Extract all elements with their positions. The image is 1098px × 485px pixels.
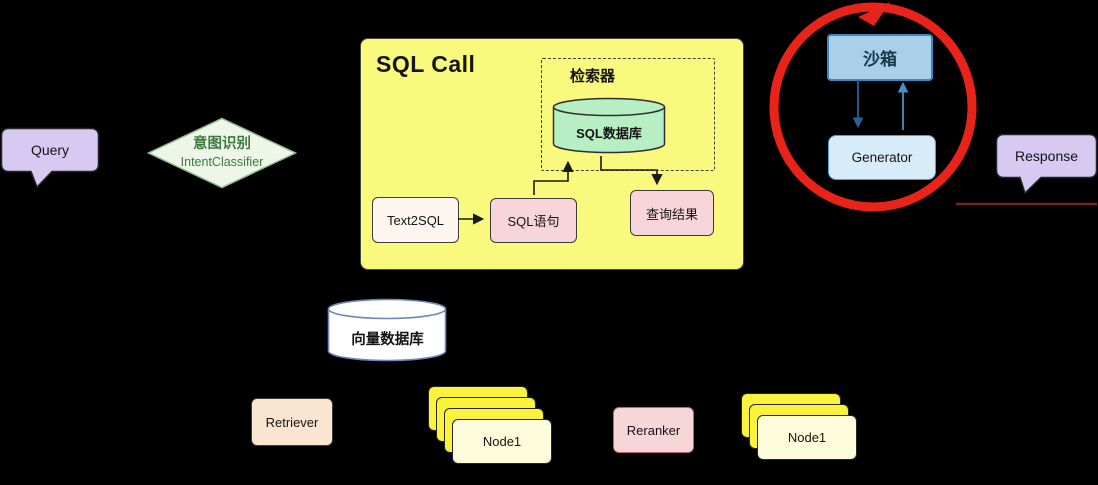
generator-node: Generator <box>828 135 936 180</box>
node-card-label: Node1 <box>482 434 522 449</box>
sql-database-node: SQL数据库 <box>552 97 666 155</box>
query-node: Query <box>0 127 100 189</box>
retriever-node: Retriever <box>251 398 333 446</box>
query-bubble-shape <box>0 127 100 189</box>
reranker-label: Reranker <box>626 422 681 438</box>
intent-classifier-node: 意图识别 IntentClassifier <box>146 117 298 189</box>
vector-database-node: 向量数据库 <box>327 298 448 363</box>
vector-database-label: 向量数据库 <box>351 332 424 348</box>
sql-database-cylinder-icon <box>552 97 666 154</box>
node-stack-right: Node1 <box>741 393 863 460</box>
query-label: Query <box>30 141 70 158</box>
retriever-label: Retriever <box>265 414 319 430</box>
sql-call-group: SQL Call 检索器 SQL数据库 Text2SQL SQL语句 查询结果 <box>360 38 744 270</box>
generator-label: Generator <box>851 150 913 165</box>
response-label: Response <box>1014 147 1079 164</box>
sandbox-label: 沙箱 <box>863 50 897 69</box>
reranker-node: Reranker <box>613 407 694 453</box>
intent-diamond-shape <box>146 117 298 189</box>
vector-database-cylinder-icon <box>327 298 447 362</box>
sandbox-node: 沙箱 <box>827 34 933 81</box>
sql-call-title: SQL Call <box>376 51 476 77</box>
text2sql-node: Text2SQL <box>372 197 459 243</box>
sql-statement-label: SQL语句 <box>507 214 560 229</box>
node-card-front: Node1 <box>452 419 552 464</box>
sql-statement-node: SQL语句 <box>490 198 577 243</box>
intent-label-cn: 意图识别 <box>193 136 251 153</box>
retriever-group-label: 检索器 <box>570 68 616 85</box>
query-result-node: 查询结果 <box>630 190 714 236</box>
highlight-circle-arrow-tip <box>858 2 890 26</box>
intent-label-en: IntentClassifier <box>180 155 264 170</box>
sql-database-label: SQL数据库 <box>576 126 642 141</box>
node-stack-left: Node1 <box>428 386 552 464</box>
response-node: Response <box>995 133 1098 195</box>
response-bubble-shape <box>995 133 1098 195</box>
text2sql-label: Text2SQL <box>386 212 445 228</box>
query-result-label: 查询结果 <box>645 206 698 222</box>
node-card-front: Node1 <box>757 415 857 460</box>
intent-label: 意图识别 IntentClassifier <box>147 117 297 189</box>
node-card-label: Node1 <box>787 430 827 445</box>
